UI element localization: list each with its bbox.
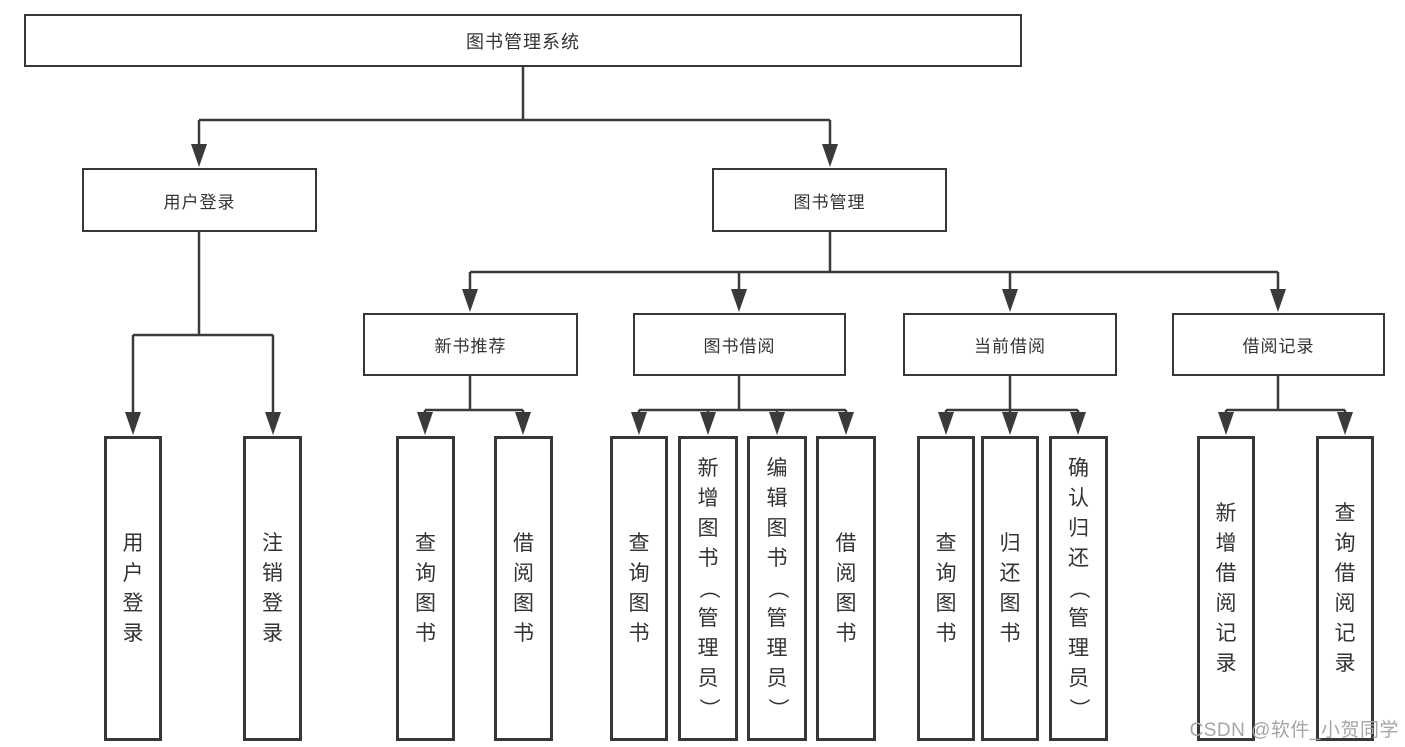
node-borrowing-records: 借阅记录 (1172, 313, 1385, 376)
leaf-add-book-admin: 新增图书（管理员） (678, 436, 738, 741)
node-current-borrowing: 当前借阅 (903, 313, 1117, 376)
leaf-query-books-newbooks: 查询图书 (396, 436, 455, 741)
csdn-watermark: CSDN @软件_小贺同学 (1189, 720, 1399, 741)
leaf-add-borrowing-record: 新增借阅记录 (1197, 436, 1255, 741)
node-book-borrowing: 图书借阅 (633, 313, 846, 376)
node-new-book-recommendation: 新书推荐 (363, 313, 578, 376)
leaf-borrow-books-newbooks: 借阅图书 (494, 436, 553, 741)
leaf-query-borrowing-record: 查询借阅记录 (1316, 436, 1374, 741)
leaf-query-books-current: 查询图书 (917, 436, 975, 741)
leaf-confirm-return-admin: 确认归还（管理员） (1049, 436, 1108, 741)
leaf-logout: 注销登录 (243, 436, 302, 741)
leaf-query-books-borrowing: 查询图书 (610, 436, 668, 741)
leaf-return-books: 归还图书 (981, 436, 1039, 741)
leaf-user-login: 用户登录 (104, 436, 162, 741)
node-user-login: 用户登录 (82, 168, 317, 232)
node-library-management-system: 图书管理系统 (24, 14, 1022, 67)
node-book-management: 图书管理 (712, 168, 947, 232)
leaf-edit-book-admin: 编辑图书（管理员） (747, 436, 807, 741)
leaf-borrow-books-borrowing: 借阅图书 (816, 436, 876, 741)
